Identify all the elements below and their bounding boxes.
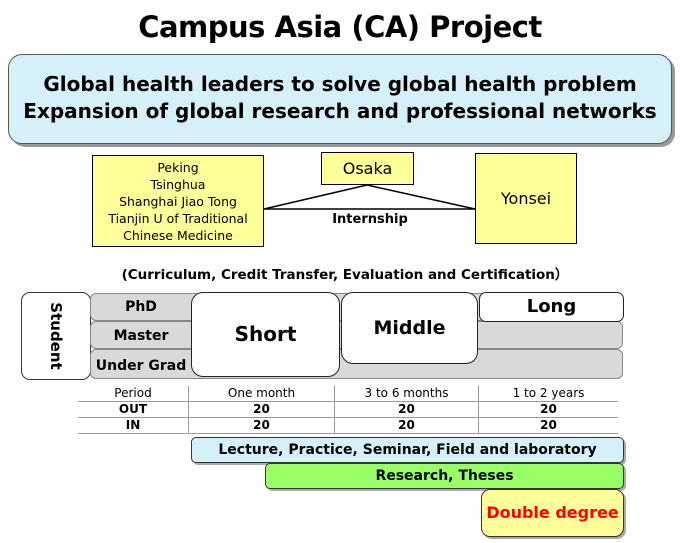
china-osaka-line bbox=[263, 184, 368, 210]
table-cell: 20 bbox=[334, 401, 479, 418]
table-header: Period bbox=[78, 386, 189, 402]
goals-box: Global health leaders to solve global he… bbox=[8, 54, 672, 144]
internship-label: Internship bbox=[332, 212, 408, 227]
china-universities-box: Peking Tsinghua Shanghai Jiao Tong Tianj… bbox=[92, 155, 264, 247]
table-cell: 20 bbox=[478, 417, 618, 434]
table-header: 1 to 2 years bbox=[478, 386, 618, 402]
table-cell: OUT bbox=[78, 401, 189, 418]
table-header: One month bbox=[188, 386, 335, 402]
level-label-phd: PhD bbox=[125, 299, 157, 315]
phase-long: Long bbox=[479, 292, 624, 322]
goal-line-2: Expansion of global research and profess… bbox=[23, 99, 657, 123]
table-header: 3 to 6 months bbox=[334, 386, 479, 402]
table-cell: 20 bbox=[478, 401, 618, 418]
level-label-under-grad: Under Grad bbox=[95, 358, 187, 374]
phase-short: Short bbox=[191, 292, 340, 377]
table-cell: 20 bbox=[188, 417, 335, 434]
university-shanghai-jiao-tong: Shanghai Jiao Tong bbox=[119, 194, 237, 209]
table-row: IN 20 20 20 bbox=[78, 417, 618, 434]
level-label-master: Master bbox=[113, 328, 169, 344]
university-tsinghua: Tsinghua bbox=[150, 177, 206, 192]
table-cell: IN bbox=[78, 417, 189, 434]
university-peking: Peking bbox=[157, 160, 199, 175]
table-row: OUT 20 20 20 bbox=[78, 401, 618, 418]
student-label-box: Student bbox=[21, 292, 91, 380]
goal-line-1: Global health leaders to solve global he… bbox=[43, 72, 637, 96]
university-tianjin: Tianjin U of Traditional bbox=[108, 211, 248, 226]
phase-middle: Middle bbox=[341, 292, 478, 364]
double-degree-box: Double degree bbox=[481, 489, 624, 537]
student-label: Student bbox=[47, 302, 65, 370]
lecture-bar: Lecture, Practice, Seminar, Field and la… bbox=[191, 437, 624, 463]
yonsei-box: Yonsei bbox=[475, 153, 577, 244]
osaka-yonsei-line bbox=[366, 184, 476, 210]
curriculum-note: (Curriculum, Credit Transfer, Evaluation… bbox=[121, 267, 569, 283]
table-header-row: Period One month 3 to 6 months 1 to 2 ye… bbox=[78, 386, 618, 402]
table-cell: 20 bbox=[188, 401, 335, 418]
table-cell: 20 bbox=[334, 417, 479, 434]
exchange-table: Period One month 3 to 6 months 1 to 2 ye… bbox=[78, 386, 618, 434]
osaka-box: Osaka bbox=[321, 152, 414, 185]
research-bar: Research, Theses bbox=[265, 463, 624, 489]
page-title: Campus Asia (CA) Project bbox=[138, 10, 542, 44]
university-tianjin-cont: Chinese Medicine bbox=[123, 228, 233, 243]
